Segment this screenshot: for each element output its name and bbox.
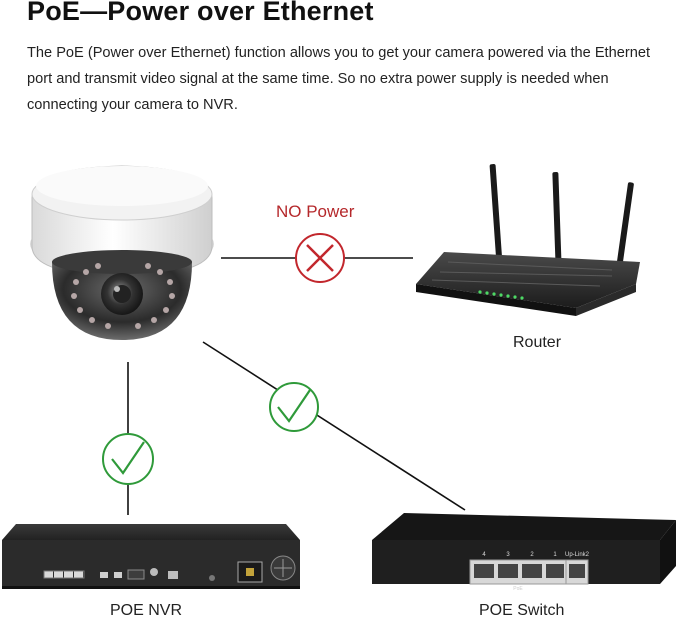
router-icon	[416, 164, 640, 316]
router-label: Router	[513, 334, 562, 351]
switch-uplink-label: Up-Link2	[565, 552, 590, 558]
poe-switch-icon: 4 3 2 1 Up-Link2 PoE	[372, 513, 676, 592]
switch-port-number: 1	[553, 552, 557, 558]
switch-port-number: 4	[482, 552, 486, 558]
nvr-label: POE NVR	[110, 602, 183, 619]
switch-poe-group-label: PoE	[513, 586, 523, 592]
camera-switch-line	[202, 341, 466, 511]
check-icon	[269, 382, 319, 432]
cross-icon	[295, 233, 345, 283]
dome-camera-icon	[30, 165, 214, 340]
poe-description: The PoE (Power over Ethernet) function a…	[27, 45, 650, 113]
switch-port-number: 3	[506, 552, 510, 558]
switch-port-number: 2	[530, 552, 534, 558]
check-icon	[102, 433, 154, 485]
switch-label: POE Switch	[479, 602, 565, 619]
page-title: PoE—Power over Ethernet	[27, 0, 374, 26]
nvr-icon	[2, 524, 300, 589]
no-power-label: NO Power	[276, 202, 355, 221]
switch-poe-ports	[469, 559, 567, 585]
